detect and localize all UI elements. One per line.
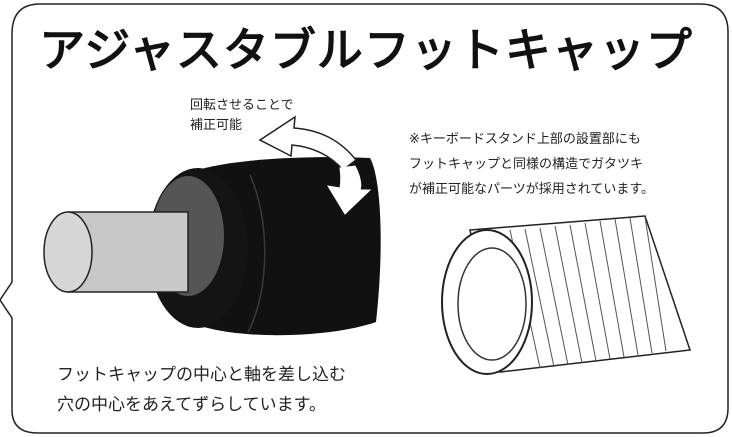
note-line: ※キーボードスタンド上部の設置部にも bbox=[409, 132, 641, 147]
down-arrow-icon bbox=[327, 165, 372, 215]
grooved-cap-illustration bbox=[441, 215, 692, 375]
caption-line: フットキャップの中心と軸を差し込む bbox=[57, 365, 346, 385]
caption-line: 穴の中心をあえてずらしています。 bbox=[57, 395, 326, 415]
note-line: が補正可能なパーツが採用されています。 bbox=[409, 182, 655, 197]
rotation-label-line: 回転させることで bbox=[190, 98, 294, 113]
rod-end bbox=[43, 211, 93, 293]
note-line: フットキャップと同様の構造でガタツキ bbox=[409, 157, 644, 172]
rotation-label-line: 補正可能 bbox=[190, 118, 243, 133]
grooved-cap-hole bbox=[457, 247, 527, 361]
rotate-arrow-icon bbox=[258, 115, 358, 172]
cap-seam-line bbox=[247, 174, 266, 333]
page-title: アジャスタブルフットキャップ bbox=[39, 23, 693, 77]
rotation-label: 回転させることで 補正可能 bbox=[190, 96, 294, 136]
foot-cap-illustration bbox=[43, 157, 381, 336]
callout-frame bbox=[0, 3, 729, 434]
foot-cap-body bbox=[198, 157, 381, 336]
keyboard-stand-note: ※キーボードスタンド上部の設置部にも フットキャップと同様の構造でガタツキ が補… bbox=[409, 127, 729, 202]
eccentric-caption: フットキャップの中心と軸を差し込む 穴の中心をあえてずらしています。 bbox=[57, 360, 417, 420]
